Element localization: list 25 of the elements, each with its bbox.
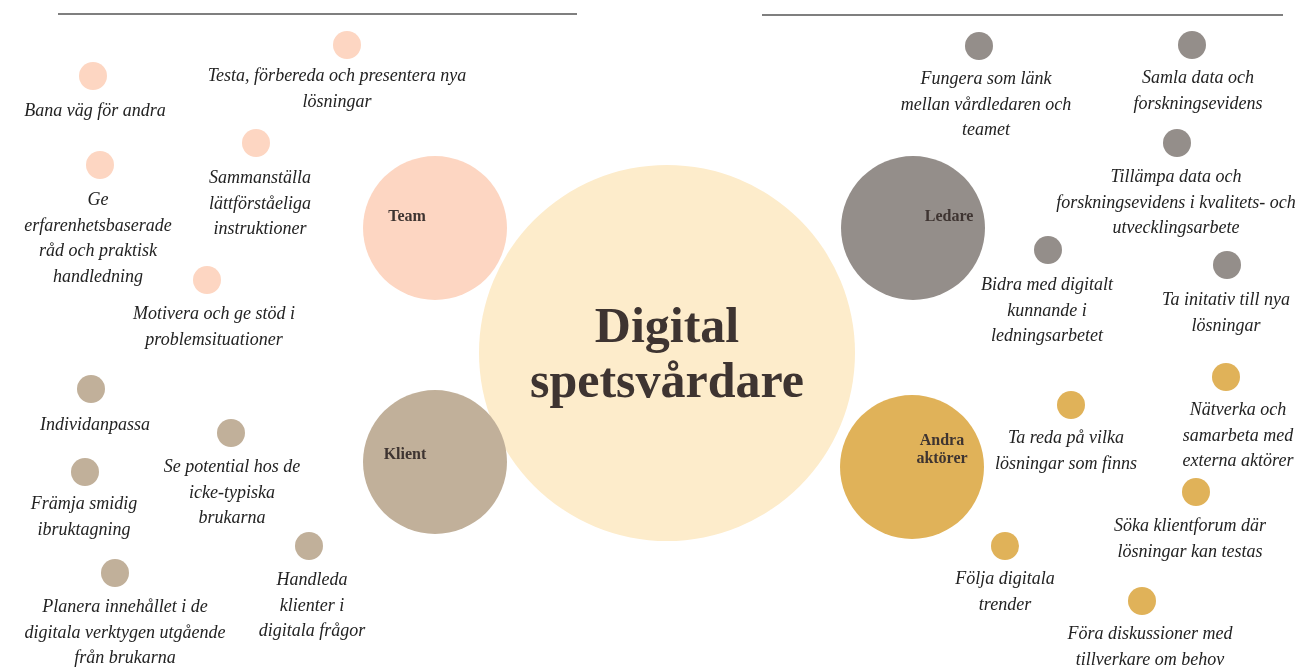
item-text: Ge erfarenhetsbaserade råd och praktisk handledning bbox=[23, 188, 173, 288]
item-text: Planera innehållet i de digitala verktygen utgående från brukarna bbox=[23, 595, 227, 669]
item-text: Samla data och forskningsevidens bbox=[1132, 66, 1264, 115]
item-text: Föra diskussioner med tillverkare om behov bbox=[1066, 622, 1234, 671]
item-text: Individanpassa bbox=[39, 413, 151, 436]
item-text: Bana väg för andra bbox=[23, 99, 167, 122]
category-label: Team bbox=[387, 207, 427, 225]
item-text: Tillämpa data och forskningsevidens i kvalitets- och utvecklingsarbete bbox=[1055, 165, 1297, 239]
item-text: Sammanställa lättförståeliga instruktioner bbox=[208, 166, 312, 240]
category-label: Ledare bbox=[923, 207, 975, 225]
item-text: Främja smidig ibruktagning bbox=[29, 492, 139, 541]
item-text: Fungera som länk mellan vårdledaren och teamet bbox=[899, 67, 1073, 141]
category-label: Andra aktörer bbox=[915, 431, 969, 467]
item-text: Följa digitala trender bbox=[954, 567, 1056, 616]
item-text: Handleda klienter i digitala frågor bbox=[257, 568, 367, 642]
item-text: Testa, förbereda och presentera nya lösningar bbox=[206, 64, 468, 113]
item-text: Ta reda på vilka lösningar som finns bbox=[994, 426, 1138, 475]
item-text: Se potential hos de icke-typiska brukarna bbox=[162, 455, 302, 529]
item-text: Motivera och ge stöd i problemsituationer bbox=[132, 302, 296, 351]
item-text: Ta initativ till nya lösningar bbox=[1161, 288, 1291, 337]
category-label: Klient bbox=[382, 445, 428, 463]
item-text: Söka klientforum där lösningar kan testas bbox=[1113, 514, 1267, 563]
item-text: Bidra med digitalt kunnande i ledningsarbetet bbox=[980, 273, 1115, 347]
main-title: Digital spetsvårdare bbox=[528, 298, 806, 408]
item-text: Nätverka och samarbeta med externa aktörer bbox=[1181, 398, 1295, 472]
